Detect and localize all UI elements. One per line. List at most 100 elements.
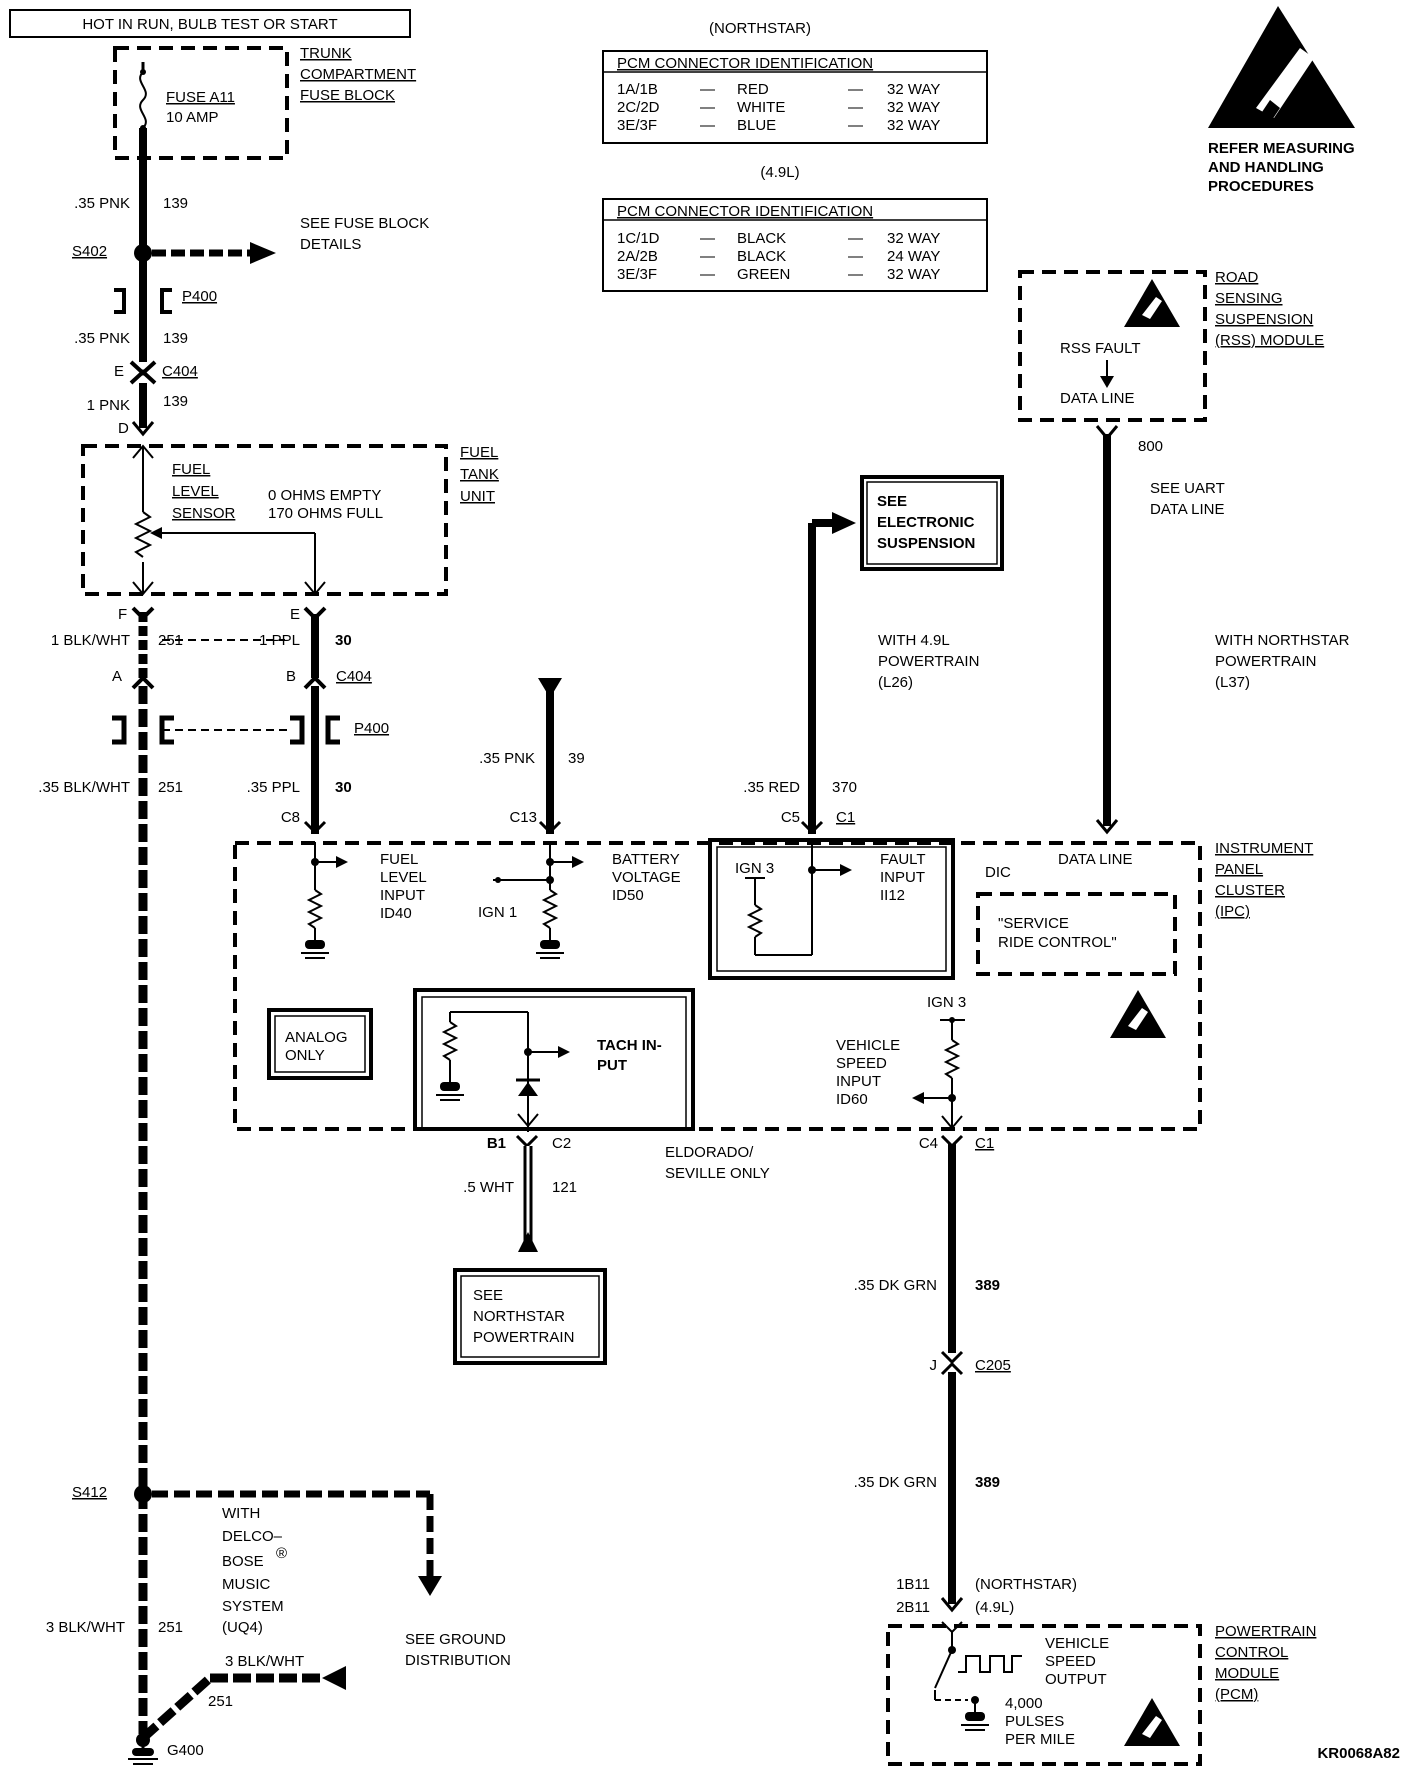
fuse-block: FUSE A11 10 AMP TRUNK COMPARTMENT FUSE B… xyxy=(113,45,416,160)
svg-text:SEE: SEE xyxy=(473,1287,503,1304)
svg-text:SEE: SEE xyxy=(877,493,907,510)
svg-text:POWERTRAIN: POWERTRAIN xyxy=(473,1329,574,1346)
svg-text:ID40: ID40 xyxy=(380,905,412,922)
svg-text:32 WAY: 32 WAY xyxy=(887,230,940,247)
fuse-block-label-2: COMPARTMENT xyxy=(300,66,416,83)
wire-139-gauge-2: .35 PNK xyxy=(74,330,130,347)
svg-text:BATTERY: BATTERY xyxy=(612,851,680,868)
svg-text:32 WAY: 32 WAY xyxy=(887,81,940,98)
table-row: 2C/2D — WHITE — 32 WAY xyxy=(617,99,940,116)
ground-g400-label: G400 xyxy=(167,1742,204,1759)
circuit-30: 1 PPL 30 E B C404 .35 PPL 30 C8 xyxy=(247,606,372,835)
svg-text:—: — xyxy=(848,230,863,247)
eldorado-note-2: SEVILLE ONLY xyxy=(665,1165,770,1182)
arrow-right-icon xyxy=(250,242,276,264)
table-row: 1A/1B — RED — 32 WAY xyxy=(617,81,940,98)
svg-text:4,000: 4,000 xyxy=(1005,1695,1043,1712)
see-uart-2: DATA LINE xyxy=(1150,501,1224,518)
fuel-tank-label-3: UNIT xyxy=(460,488,495,505)
svg-text:NORTHSTAR: NORTHSTAR xyxy=(473,1308,565,1325)
pcm-table-northstar-title: (NORTHSTAR) xyxy=(709,20,811,37)
svg-text:LEVEL: LEVEL xyxy=(380,869,427,886)
pcm-name-1: POWERTRAIN xyxy=(1215,1623,1316,1640)
wire-39-gauge: .35 PNK xyxy=(479,750,535,767)
svg-text:1A/1B: 1A/1B xyxy=(617,81,658,98)
esd-warning-text-1: REFER MEASURING xyxy=(1208,140,1355,157)
pcm-name-2: CONTROL xyxy=(1215,1644,1288,1661)
svg-text:C404: C404 xyxy=(162,363,198,380)
arrow-left-icon xyxy=(322,1666,346,1690)
svg-text:SPEED: SPEED xyxy=(1045,1653,1096,1670)
wire-389-gauge-1: .35 DK GRN xyxy=(854,1277,937,1294)
svg-text:BOSE: BOSE xyxy=(222,1553,264,1570)
splice-s412 xyxy=(134,1485,152,1503)
resistor-icon xyxy=(133,511,153,558)
svg-text:ID50: ID50 xyxy=(612,887,644,904)
svg-text:(L26): (L26) xyxy=(878,674,913,691)
svg-text:ID60: ID60 xyxy=(836,1091,868,1108)
connector-c4: C4 xyxy=(919,1135,938,1152)
fuse-block-label-3: FUSE BLOCK xyxy=(300,87,395,104)
fuel-sensor-label-1: FUEL xyxy=(172,461,210,478)
circuit-370: .35 RED 370 C5 C1 xyxy=(743,512,857,835)
ipc-name-2: PANEL xyxy=(1215,861,1263,878)
see-fuse-block-1: SEE FUSE BLOCK xyxy=(300,215,429,232)
ipc-name-3: CLUSTER xyxy=(1215,882,1285,899)
wire-370-number: 370 xyxy=(832,779,857,796)
esd-icon xyxy=(1124,279,1180,327)
fuse-block-label-1: TRUNK xyxy=(300,45,352,62)
svg-text:3E/3F: 3E/3F xyxy=(617,117,657,134)
wire-800-number: 800 xyxy=(1138,438,1163,455)
svg-text:(L37): (L37) xyxy=(1215,674,1250,691)
dic-label: DIC xyxy=(985,864,1011,881)
pcm-northstar-note: (NORTHSTAR) xyxy=(975,1576,1077,1593)
pcm-name-3: MODULE xyxy=(1215,1665,1279,1682)
wire-39-number: 39 xyxy=(568,750,585,767)
svg-text:PER MILE: PER MILE xyxy=(1005,1731,1075,1748)
esd-warning-text-2: AND HANDLING xyxy=(1208,159,1324,176)
svg-text:OUTPUT: OUTPUT xyxy=(1045,1671,1107,1688)
wire-30-number-2: 30 xyxy=(335,779,352,796)
fuel-sensor-label-2: LEVEL xyxy=(172,483,219,500)
svg-text:II12: II12 xyxy=(880,887,905,904)
vehicle-speed-input-circuit: IGN 3 VEHICLE SPEED INPUT ID60 xyxy=(836,994,966,1130)
rss-data-line-label: DATA LINE xyxy=(1060,390,1134,407)
fuel-ohms-empty: 0 OHMS EMPTY xyxy=(268,487,381,504)
svg-text:BLACK: BLACK xyxy=(737,230,786,247)
svg-text:2C/2D: 2C/2D xyxy=(617,99,660,116)
pin-f: F xyxy=(118,606,127,623)
wire-251-number-3: 251 xyxy=(158,1619,183,1636)
esd-warning: REFER MEASURING AND HANDLING PROCEDURES xyxy=(1208,6,1355,195)
svg-text:FUEL: FUEL xyxy=(380,851,418,868)
arrow-down-icon xyxy=(418,1576,442,1596)
wire-370-gauge: .35 RED xyxy=(743,779,800,796)
svg-text:RIDE CONTROL": RIDE CONTROL" xyxy=(998,934,1117,951)
resistor-icon xyxy=(541,889,559,929)
wire-121-number: 121 xyxy=(552,1179,577,1196)
svg-text:ANALOG: ANALOG xyxy=(285,1029,348,1046)
ipc-data-line-label: DATA LINE xyxy=(1058,851,1132,868)
pcm-table-northstar: (NORTHSTAR) PCM CONNECTOR IDENTIFICATION… xyxy=(602,20,988,144)
wire-139-gauge-1: .35 PNK xyxy=(74,195,130,212)
wire-251-number-1: 251 xyxy=(158,632,183,649)
svg-text:32 WAY: 32 WAY xyxy=(887,99,940,116)
svg-text:—: — xyxy=(700,81,715,98)
svg-text:—: — xyxy=(848,266,863,283)
svg-text:DELCO–: DELCO– xyxy=(222,1528,283,1545)
fault-input-circuit: IGN 3 FAULT INPUT II12 xyxy=(708,838,955,980)
pin-2b11: 2B11 xyxy=(896,1599,930,1616)
ign-1-label: IGN 1 xyxy=(478,904,517,921)
svg-text:GREEN: GREEN xyxy=(737,266,790,283)
svg-text:P400: P400 xyxy=(182,288,217,305)
svg-text:(UQ4): (UQ4) xyxy=(222,1619,263,1636)
connector-c404-lower: C404 xyxy=(336,668,372,685)
svg-text:WITH: WITH xyxy=(222,1505,260,1522)
svg-text:—: — xyxy=(700,266,715,283)
resistor-icon xyxy=(943,1039,961,1079)
splice-s402-label: S402 xyxy=(72,243,107,260)
svg-text:POWERTRAIN: POWERTRAIN xyxy=(1215,653,1316,670)
svg-text:RED: RED xyxy=(737,81,769,98)
svg-text:®: ® xyxy=(276,1545,287,1562)
ign-3-label-a: IGN 3 xyxy=(735,860,774,877)
fuse-name: FUSE A11 xyxy=(166,89,235,106)
